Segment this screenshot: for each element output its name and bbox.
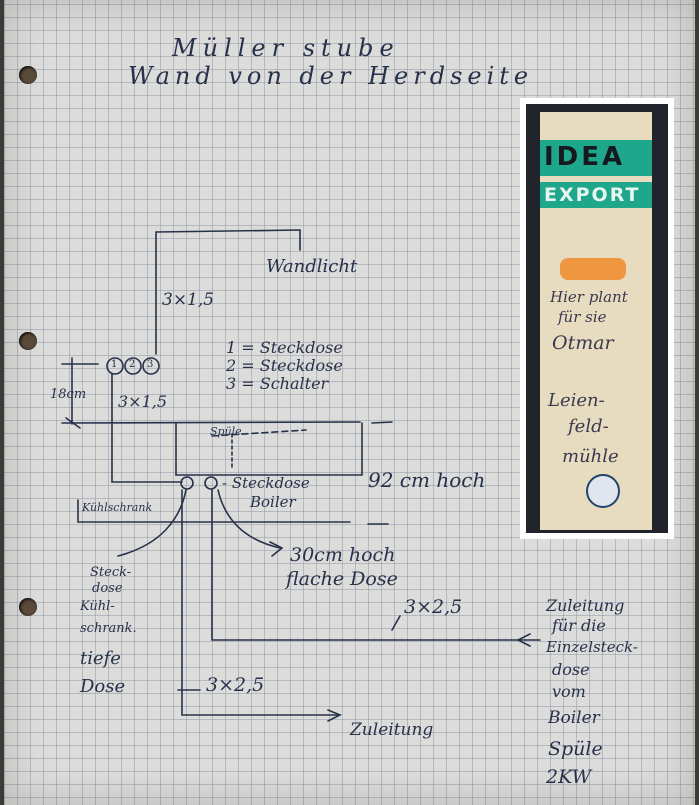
- right-note-2: für die: [552, 616, 606, 635]
- left-note-2: dose: [92, 581, 123, 596]
- title-line-2: Wand von der Herdseite: [128, 62, 534, 90]
- left-note-4: schrank.: [80, 621, 137, 636]
- legend-line-2: 2 = Steckdose: [226, 356, 343, 375]
- export-text: EXPORT: [544, 184, 641, 206]
- spuele-label: Spüle: [210, 425, 242, 438]
- flache-dose-label: flache Dose: [286, 568, 398, 590]
- socket-number-1: 1: [111, 359, 118, 370]
- kuehlschrank-label: Kühlschrank: [82, 501, 153, 514]
- left-note-1: Steck-: [90, 565, 132, 580]
- legend-line-1: 1 = Steckdose: [226, 338, 343, 357]
- left-note-6: Dose: [80, 676, 126, 697]
- hoch-30-label: 30cm hoch: [290, 544, 396, 566]
- label-hw-1: Hier plant: [550, 288, 628, 306]
- photo-background: IDEA EXPORT Hier plant für sie Otmar Lei…: [526, 104, 668, 533]
- right-note-8: 2KW: [546, 766, 592, 788]
- cable-left-label: 3×1,5: [118, 392, 168, 411]
- orange-marker-scribble: [560, 258, 626, 280]
- brand-band: [540, 140, 652, 176]
- punch-hole-top: [19, 66, 37, 84]
- legend-line-3: 3 = Schalter: [226, 374, 329, 393]
- left-note-5: tiefe: [80, 648, 121, 669]
- socket-number-2: 2: [129, 359, 136, 370]
- right-note-6: Boiler: [548, 708, 600, 728]
- right-note-3: Einzelsteck-: [546, 638, 638, 656]
- eco-seal-icon: [586, 474, 620, 508]
- export-band: [540, 182, 652, 208]
- right-note-1: Zuleitung: [546, 596, 625, 615]
- socket-number-3: 3: [147, 359, 154, 370]
- title-line-1: Müller stube: [172, 34, 400, 62]
- label-hw-4: Leien-: [548, 390, 605, 411]
- right-note-7: Spüle: [548, 738, 603, 760]
- brand-text: IDEA: [544, 142, 626, 172]
- cable-25-right: 3×2,5: [404, 596, 463, 618]
- measure-18cm: 18cm: [50, 387, 87, 402]
- punch-hole-bottom: [19, 598, 37, 616]
- label-hw-6: mühle: [562, 446, 619, 467]
- right-note-4: dose: [552, 660, 590, 679]
- paper-label-strip: IDEA EXPORT Hier plant für sie Otmar Lei…: [540, 112, 652, 530]
- zuleitung-label: Zuleitung: [350, 720, 434, 740]
- label-hw-3: Otmar: [552, 332, 614, 354]
- punch-hole-middle: [19, 332, 37, 350]
- label-hw-2: für sie: [558, 308, 607, 326]
- steckdose-boiler-2: Boiler: [250, 493, 296, 511]
- height-92-label: 92 cm hoch: [368, 468, 486, 492]
- inset-photo: IDEA EXPORT Hier plant für sie Otmar Lei…: [520, 98, 674, 539]
- right-note-5: vom: [552, 682, 586, 701]
- cable-25-bottom: 3×2,5: [206, 674, 265, 696]
- left-note-3: Kühl-: [80, 599, 115, 614]
- steckdose-boiler-1: - Steckdose: [222, 474, 310, 492]
- wandlicht-label: Wandlicht: [266, 256, 358, 277]
- label-hw-5: feld-: [568, 416, 609, 437]
- cable-top-label: 3×1,5: [162, 290, 215, 310]
